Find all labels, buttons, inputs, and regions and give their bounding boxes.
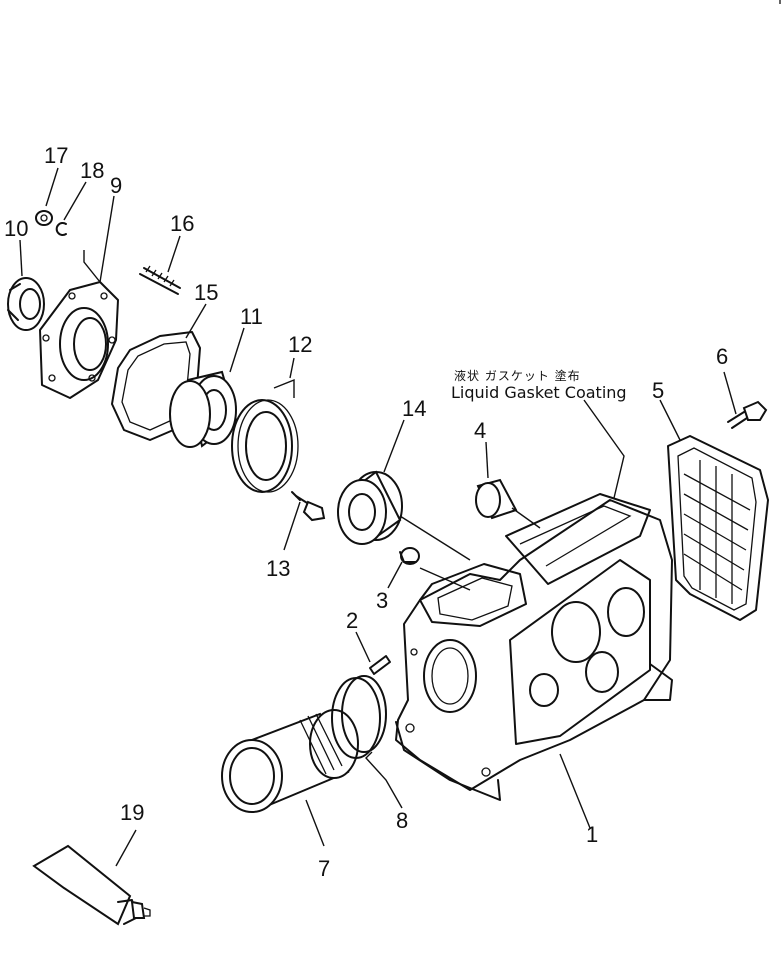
callout-4: 4 (474, 418, 486, 443)
callout-2: 2 (346, 608, 358, 633)
callout-numbers: 17 18 9 10 16 15 11 12 14 4 5 6 13 3 2 1… (4, 143, 728, 881)
callout-11: 11 (240, 304, 263, 329)
part-14-bearing (337, 470, 403, 545)
callout-7: 7 (318, 856, 330, 881)
callout-19: 19 (120, 800, 144, 825)
part-17-nut (35, 210, 53, 226)
part-8-snap-ring (331, 675, 387, 759)
part-12-shim (231, 399, 299, 493)
callout-16: 16 (170, 211, 194, 236)
part-10-oil-seal (7, 277, 45, 331)
note-english: Liquid Gasket Coating (451, 383, 627, 402)
part-11-bearing (169, 370, 238, 448)
part-9-bearing-cover (39, 281, 119, 399)
part-1-case (395, 493, 673, 801)
callout-13: 13 (266, 556, 290, 581)
callout-9: 9 (110, 173, 122, 198)
part-5-cover (667, 435, 769, 621)
part-13-bolt (291, 491, 326, 522)
callout-18: 18 (80, 158, 104, 183)
part-7-sleeve (221, 709, 359, 813)
callout-6: 6 (716, 344, 728, 369)
part-6-bolt (727, 400, 768, 429)
callout-1: 1 (586, 822, 598, 847)
callout-5: 5 (652, 378, 664, 403)
part-4-plug (475, 478, 518, 520)
leader-lines (19, 167, 737, 867)
part-16-stud-bolt (139, 265, 181, 295)
liquid-gasket-note: 液状 ガスケット 塗布 Liquid Gasket Coating (451, 368, 627, 402)
callout-12: 12 (288, 332, 312, 357)
callout-8: 8 (396, 808, 408, 833)
part-3-sleeve (399, 547, 420, 565)
note-japanese: 液状 ガスケット 塗布 (454, 368, 581, 383)
part-18-washer (55, 222, 67, 236)
part-19-tube (32, 844, 151, 926)
callout-17: 17 (44, 143, 68, 168)
callout-15: 15 (194, 280, 218, 305)
part-2-pin (369, 655, 391, 675)
callout-10: 10 (4, 216, 28, 241)
callout-3: 3 (376, 588, 388, 613)
callout-14: 14 (402, 396, 426, 421)
